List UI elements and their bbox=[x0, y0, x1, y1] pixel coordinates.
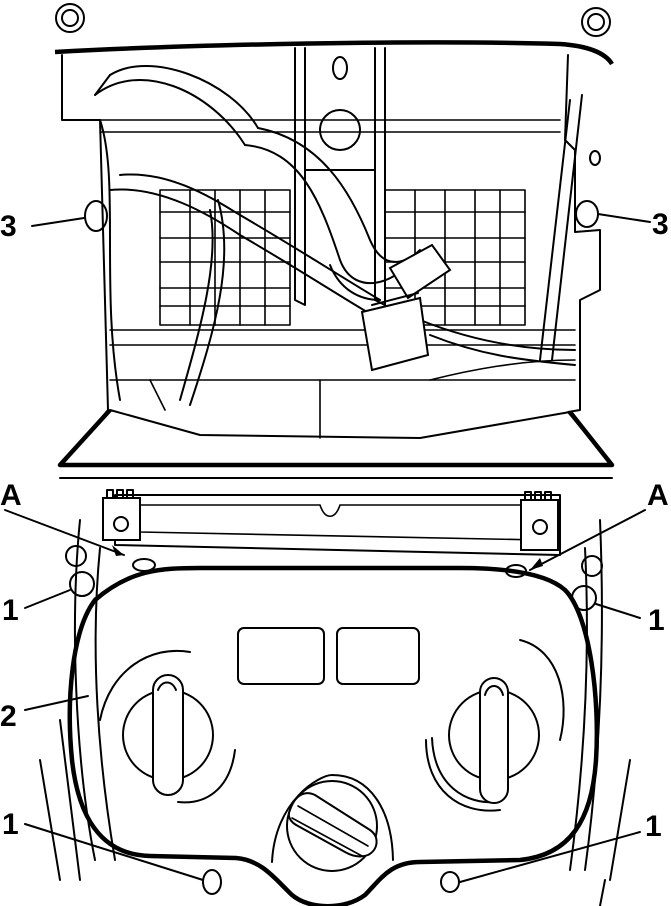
left-temperature-knob bbox=[99, 649, 236, 804]
callout-3-right: 3 bbox=[652, 208, 669, 241]
top-left-mounting-hole bbox=[55, 3, 85, 33]
left-upper-screw-hole bbox=[69, 571, 95, 597]
leader-3-left bbox=[31, 217, 85, 227]
right-side-strut bbox=[539, 94, 583, 361]
leader-a-left bbox=[4, 509, 125, 556]
callout-1-right-upper: 1 bbox=[648, 604, 665, 637]
leader-3-right bbox=[597, 213, 651, 223]
lower-view-control-panel bbox=[39, 477, 631, 906]
right-bolt-hole bbox=[575, 200, 599, 228]
right-retaining-clip bbox=[520, 491, 559, 551]
display-window-right bbox=[336, 627, 420, 685]
callout-a-right: A bbox=[647, 479, 669, 512]
dash-top-edge bbox=[54, 40, 614, 66]
leader-lines bbox=[4, 213, 651, 883]
leader-1-left-lower bbox=[24, 823, 204, 881]
callout-1-left-upper: 1 bbox=[2, 594, 19, 627]
display-window-left bbox=[237, 627, 325, 685]
wire-connector-lower bbox=[360, 296, 430, 372]
heater-control-panel bbox=[67, 565, 600, 906]
leader-1-right-lower bbox=[459, 831, 641, 883]
wire-connector-upper bbox=[388, 243, 452, 300]
center-air-distribution-knob bbox=[271, 774, 394, 872]
top-right-mounting-hole bbox=[581, 7, 611, 37]
wiring-harness bbox=[94, 65, 576, 406]
callout-a-left: A bbox=[0, 479, 22, 512]
floor-inner-line bbox=[109, 409, 571, 439]
opening-floor-plate bbox=[57, 408, 615, 468]
central-bracket bbox=[294, 47, 386, 306]
callout-1-right-lower: 1 bbox=[645, 810, 662, 843]
left-bolt-hole bbox=[84, 200, 108, 232]
opening-frame bbox=[61, 54, 613, 466]
callout-1-left-lower: 1 bbox=[2, 808, 19, 841]
callout-labels: 3 3 A A 1 1 2 1 1 bbox=[0, 208, 669, 843]
callout-3-left: 3 bbox=[0, 210, 17, 243]
left-retaining-clip bbox=[102, 489, 141, 541]
panel-mounting-rail bbox=[114, 494, 561, 556]
right-lower-screw-hole bbox=[440, 871, 460, 893]
callout-2: 2 bbox=[0, 700, 17, 733]
upper-view-dash-opening bbox=[54, 3, 615, 468]
right-fan-speed-knob bbox=[425, 639, 565, 812]
leader-1-right-upper bbox=[595, 603, 641, 619]
left-vent-grid bbox=[159, 189, 291, 326]
leader-2 bbox=[24, 695, 89, 711]
leader-a-right bbox=[529, 509, 646, 571]
leader-1-left-upper bbox=[24, 589, 71, 609]
left-upper-screw-hole-pair-top bbox=[65, 545, 87, 567]
left-lower-screw-hole bbox=[202, 869, 222, 895]
right-upper-screw-hole-pair-top bbox=[581, 555, 603, 577]
